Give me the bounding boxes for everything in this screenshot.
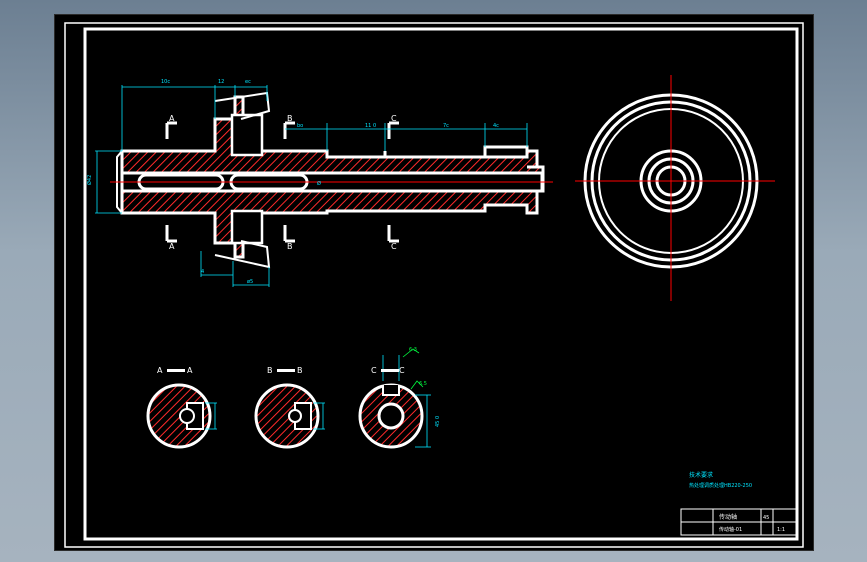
section-mark-a-top: A	[169, 114, 175, 123]
shaft-end-view	[575, 75, 775, 301]
notes-line-2: 热处理调质处理HB220-250	[689, 482, 752, 489]
notes-line-1: 技术要求	[689, 471, 713, 479]
roughness-label-2: 6.5	[419, 381, 427, 387]
section-a-title-left: A	[157, 366, 163, 375]
section-b-title-left: B	[267, 366, 273, 375]
dim-label-3: ec	[245, 79, 251, 85]
dim-label-5: 11 0	[365, 123, 376, 129]
section-mark-b-bottom: B	[287, 242, 293, 251]
section-c-title-right: C	[399, 366, 405, 375]
section-mark-c-top: C	[391, 114, 397, 123]
dim-label-1: 10c	[161, 79, 170, 85]
outer-frame	[64, 22, 804, 548]
section-b-title-right: B	[297, 366, 303, 375]
title-block-drawing-no: 传动轴-01	[719, 526, 742, 533]
engineering-drawing: A A B B C C 10c 12 ec bo 11 0 7c 4c Ø42 …	[64, 22, 804, 548]
section-c-title-left: C	[371, 366, 377, 375]
title-block-part-name: 传动轴	[719, 513, 737, 521]
dim-label-9: Ø	[317, 180, 321, 187]
title-block-material: 45	[763, 515, 769, 521]
section-a	[146, 369, 217, 449]
cad-viewport[interactable]: A A B B C C 10c 12 ec bo 11 0 7c 4c Ø42 …	[54, 14, 814, 551]
inner-frame	[83, 27, 799, 541]
section-mark-b-top: B	[287, 114, 293, 123]
dim-label-c: 45 0	[435, 416, 441, 427]
section-b	[254, 369, 325, 449]
dim-label-2: 12	[218, 79, 224, 85]
section-cut-marks	[165, 121, 399, 243]
title-block-scale: 1:1	[777, 527, 785, 533]
dim-label-4: bo	[297, 123, 303, 129]
section-mark-a-bottom: A	[169, 242, 175, 251]
section-mark-c-bottom: C	[391, 242, 397, 251]
dimension-lines	[95, 85, 528, 287]
dim-label-6: 7c	[443, 123, 449, 129]
dim-label-10: 4	[201, 269, 204, 275]
dim-label-7: 4c	[493, 123, 499, 129]
dim-label-11: ø5	[247, 279, 253, 285]
dim-label-8: Ø42	[86, 175, 93, 185]
shaft-end	[527, 165, 545, 193]
roughness-label-1: 6.3	[409, 347, 417, 353]
shaft-main-view	[110, 91, 553, 269]
title-block	[680, 508, 798, 536]
section-c	[358, 348, 431, 449]
section-a-title-right: A	[187, 366, 193, 375]
